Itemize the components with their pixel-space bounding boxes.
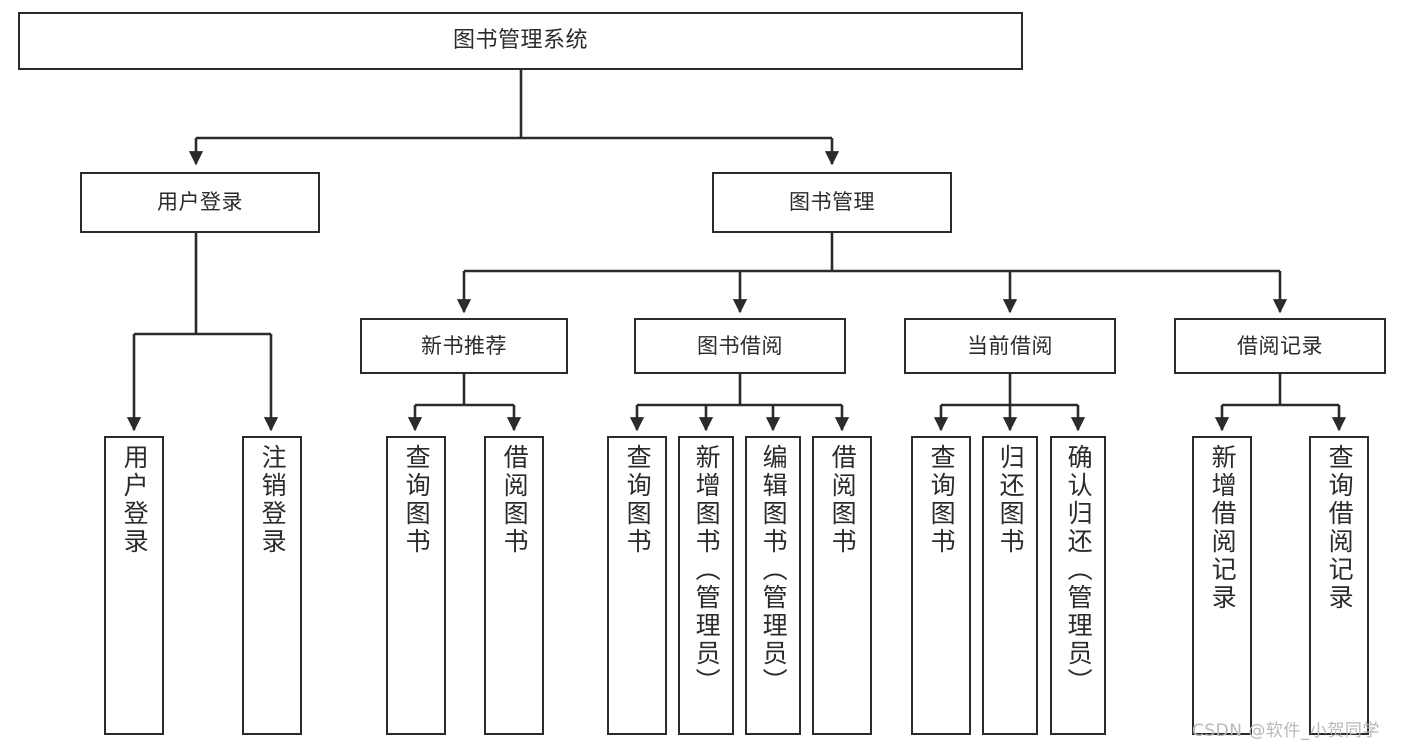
leaf-query-book-current[interactable]: 查询图书 [911,436,971,735]
leaf-return-book[interactable]: 归还图书 [982,436,1038,735]
leaf-add-book-admin[interactable]: 新增图书（管理员） [678,436,734,735]
node-label: 借阅图书 [828,444,858,556]
node-label: 查询图书 [402,444,432,556]
node-label: 新书推荐 [421,333,507,358]
node-label: 图书管理系统 [452,28,588,54]
leaf-query-borrow-record[interactable]: 查询借阅记录 [1309,436,1369,735]
node-label: 新增借阅记录 [1208,444,1238,612]
leaf-query-book-new-rec[interactable]: 查询图书 [386,436,446,735]
node-label: 借阅记录 [1237,333,1323,358]
node-label: 用户登录 [157,190,243,215]
node-label: 借阅图书 [500,444,530,556]
node-label: 注销登录 [258,444,288,556]
node-label: 查询借阅记录 [1325,444,1355,612]
node-current-borrow[interactable]: 当前借阅 [904,318,1116,374]
node-new-book-recommendation[interactable]: 新书推荐 [360,318,568,374]
leaf-add-borrow-record[interactable]: 新增借阅记录 [1192,436,1252,735]
leaf-logout[interactable]: 注销登录 [242,436,302,735]
node-label: 图书借阅 [697,333,783,358]
node-label: 图书管理 [789,190,875,215]
node-label: 确认归还（管理员） [1064,444,1094,696]
node-label: 编辑图书（管理员） [759,444,789,696]
node-label: 新增图书（管理员） [692,444,722,696]
node-label: 归还图书 [996,444,1026,556]
node-label: 查询图书 [623,444,653,556]
node-book-borrow[interactable]: 图书借阅 [634,318,846,374]
leaf-borrow-book[interactable]: 借阅图书 [812,436,872,735]
node-label: 当前借阅 [967,333,1053,358]
node-book-management[interactable]: 图书管理 [712,172,952,233]
leaf-edit-book-admin[interactable]: 编辑图书（管理员） [745,436,801,735]
node-label: 用户登录 [120,444,150,556]
csdn-watermark: CSDN @软件_小贺同学 [1192,721,1380,741]
leaf-confirm-return-admin[interactable]: 确认归还（管理员） [1050,436,1106,735]
leaf-query-book-borrow[interactable]: 查询图书 [607,436,667,735]
node-book-management-system[interactable]: 图书管理系统 [18,12,1023,70]
leaf-borrow-book-new-rec[interactable]: 借阅图书 [484,436,544,735]
node-user-login[interactable]: 用户登录 [80,172,320,233]
leaf-user-login[interactable]: 用户登录 [104,436,164,735]
node-borrow-record[interactable]: 借阅记录 [1174,318,1386,374]
node-label: 查询图书 [927,444,957,556]
